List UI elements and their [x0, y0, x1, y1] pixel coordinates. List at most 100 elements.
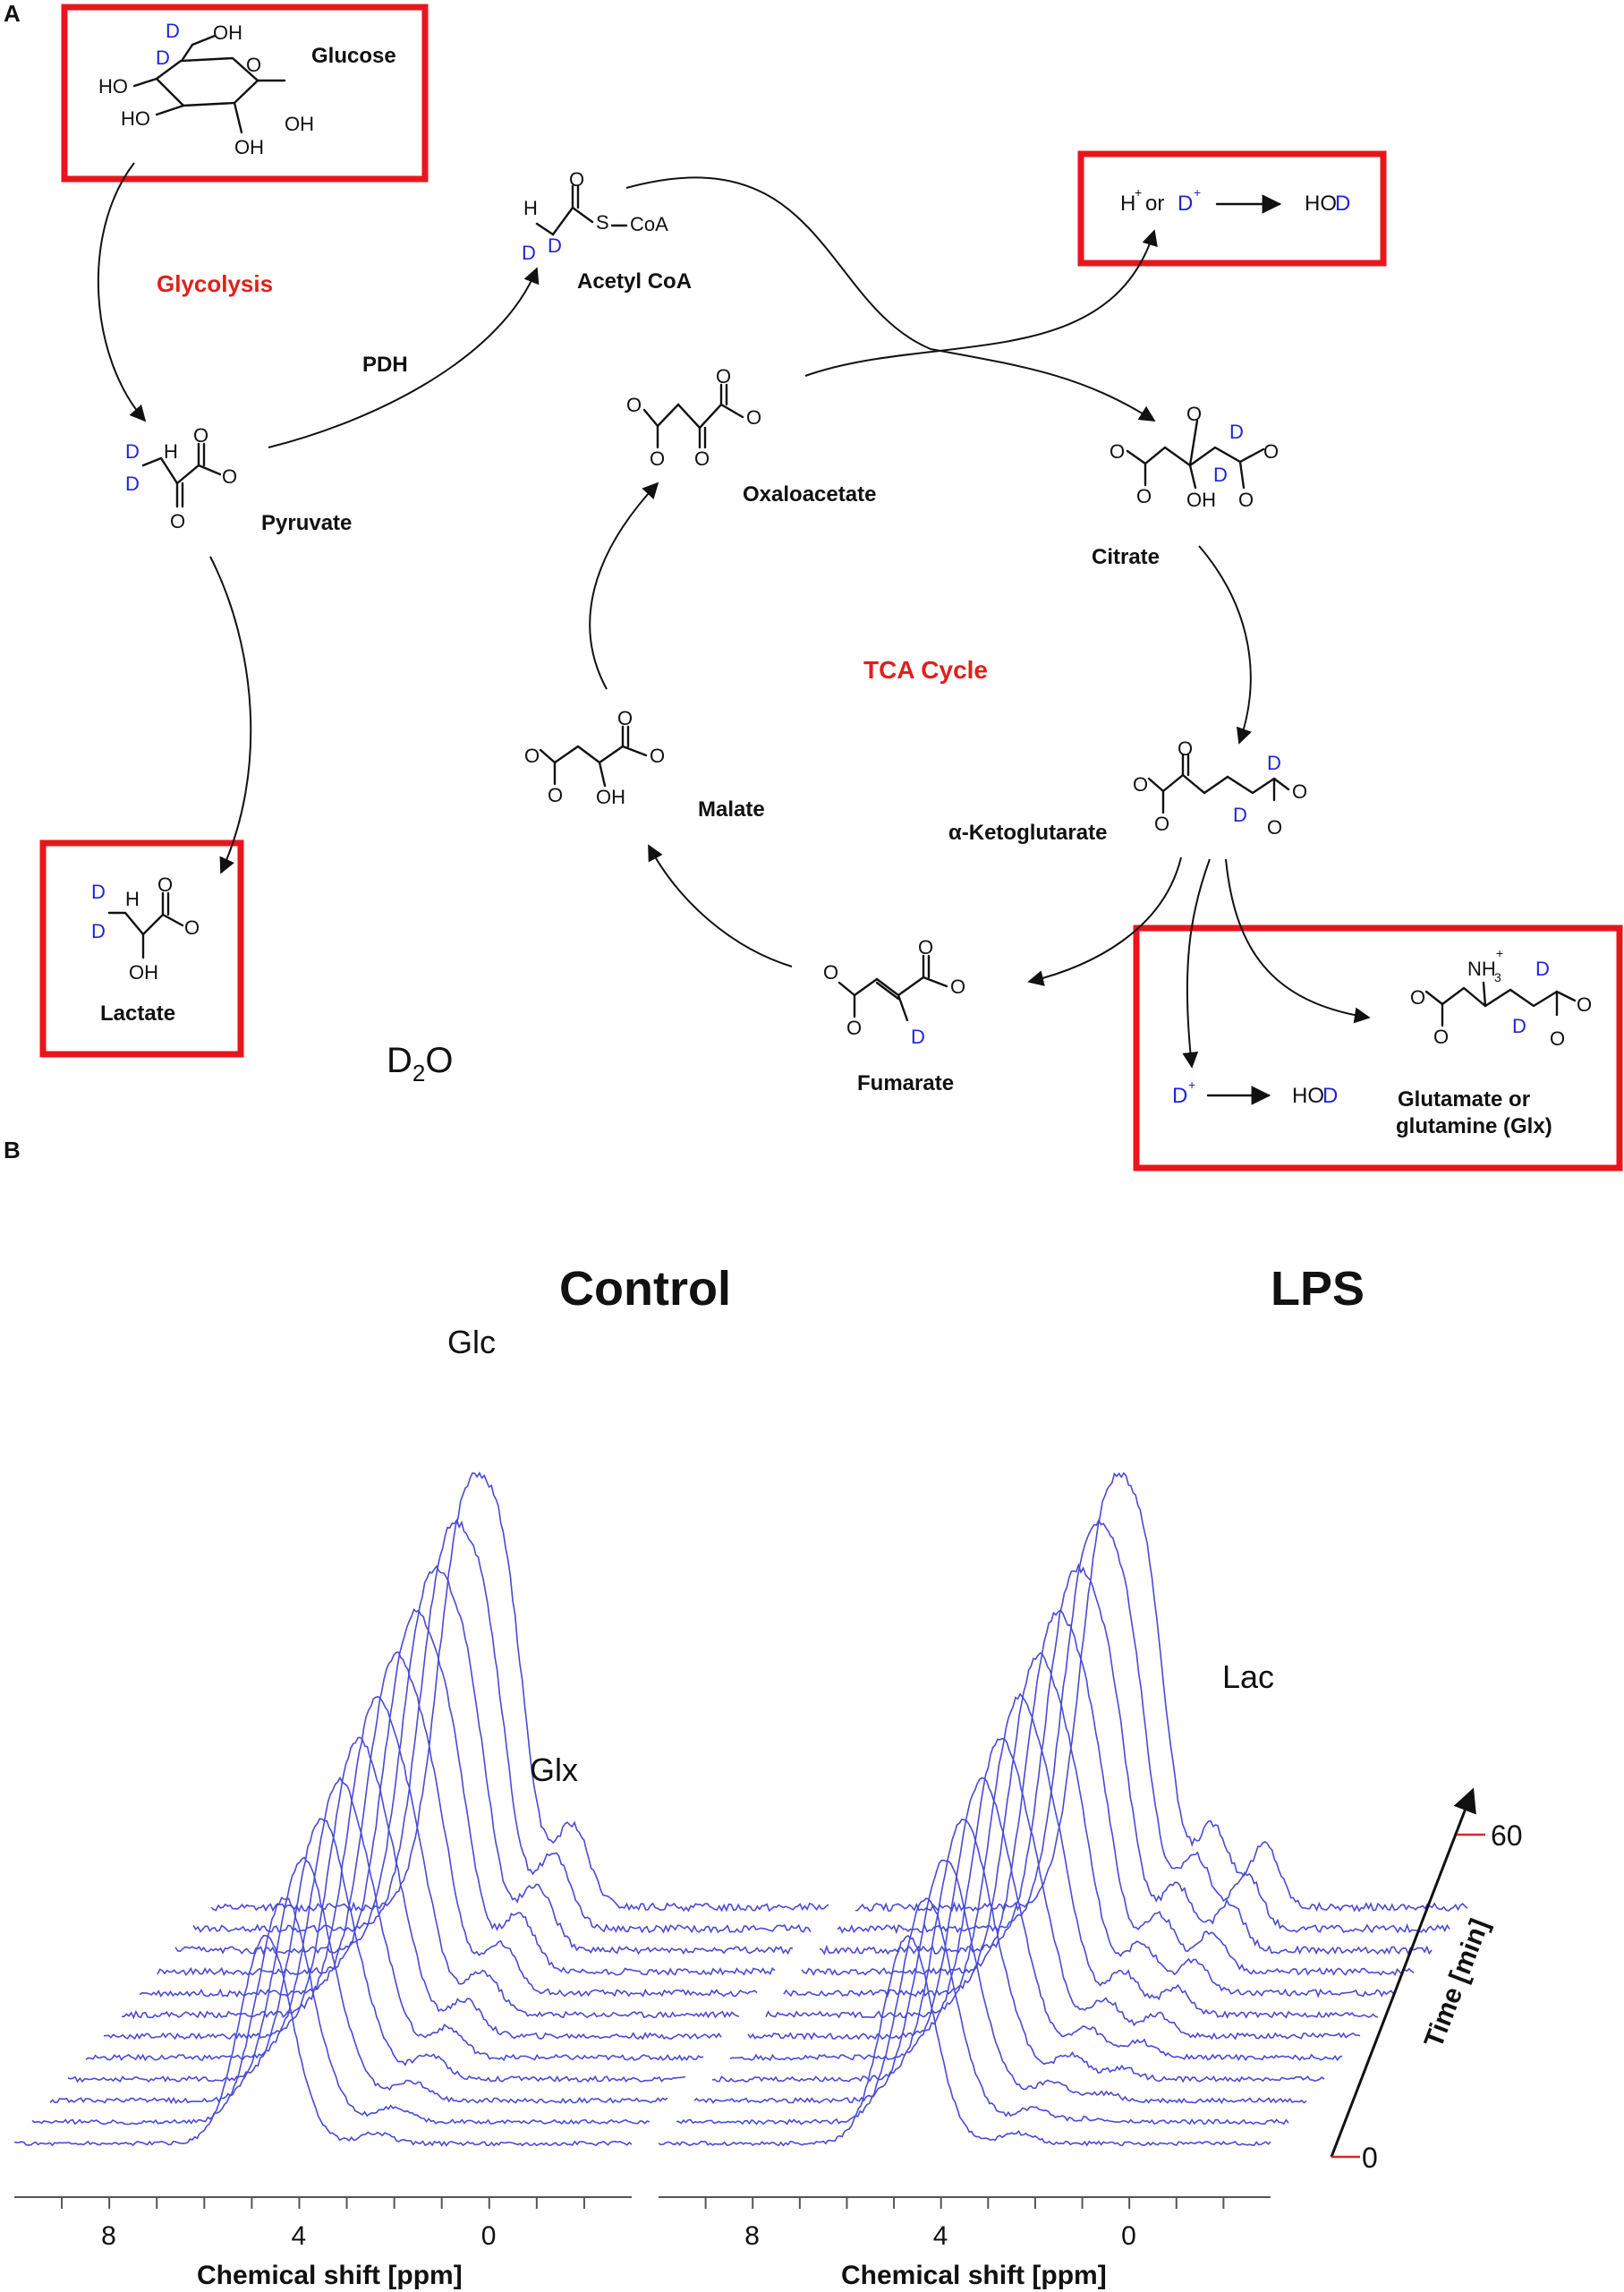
glucose-oh1: OH	[213, 21, 242, 44]
glucose-box	[61, 4, 429, 183]
oxaloacetate-to-hod-arrow	[804, 229, 1158, 377]
svg-text:O: O	[626, 394, 642, 416]
svg-text:HO: HO	[1292, 1084, 1324, 1108]
svg-text:O: O	[1577, 993, 1592, 1016]
glucose-oh3: OH	[285, 113, 314, 135]
svg-text:O: O	[617, 707, 633, 729]
peak-label-lac: Lac	[1222, 1658, 1274, 1695]
svg-text:O: O	[524, 745, 540, 767]
akg-label: α-Ketoglutarate	[948, 821, 1107, 845]
svg-text:O: O	[1154, 813, 1169, 835]
spectrum-trace	[210, 1471, 829, 1913]
svg-text:CoA: CoA	[630, 213, 668, 235]
malate-label: Malate	[698, 797, 765, 822]
svg-text:O: O	[1238, 489, 1254, 511]
peak-label-glc: Glc	[447, 1324, 496, 1360]
spectrum-trace	[67, 1818, 686, 2083]
malate-to-oxaloacetate-arrow	[589, 481, 659, 690]
svg-text:H: H	[523, 197, 538, 219]
spectrum-trace	[783, 1651, 1397, 1998]
time-tick-0: 0	[1362, 2142, 1378, 2174]
spectrum-trace	[819, 1563, 1433, 1955]
svg-text:H: H	[164, 440, 178, 463]
spectrum-trace	[693, 1859, 1307, 2105]
svg-text:O: O	[569, 168, 584, 191]
svg-text:D: D	[125, 473, 140, 495]
x-tick-label: 4	[291, 2221, 306, 2251]
svg-text:D: D	[911, 1026, 925, 1048]
svg-text:O: O	[716, 365, 731, 388]
spectrum-trace	[855, 1471, 1468, 1913]
svg-text:D: D	[522, 242, 536, 264]
x-tick-label: 0	[1121, 2221, 1136, 2251]
svg-text:O: O	[157, 873, 173, 896]
svg-text:O: O	[846, 1017, 862, 1039]
svg-text:O: O	[918, 936, 933, 959]
svg-text:O: O	[694, 447, 710, 470]
chart-title-control: Control	[559, 1262, 731, 1316]
spectrum-trace	[729, 1777, 1343, 2062]
chart-title-lps: LPS	[1271, 1262, 1365, 1316]
citrate-to-akg-arrow	[1198, 545, 1252, 745]
spectrum-trace	[174, 1564, 794, 1955]
svg-text:O: O	[650, 447, 665, 470]
svg-text:H: H	[125, 888, 140, 910]
svg-text:D: D	[1172, 1084, 1187, 1108]
lactate-arrow	[209, 556, 252, 874]
peak-label-d2o: D2O	[387, 1041, 453, 1086]
fumarate-to-malate-arrow	[648, 844, 793, 967]
pyruvate-label: Pyruvate	[261, 511, 352, 535]
svg-text:D: D	[1267, 752, 1281, 774]
spectrum-trace	[49, 1856, 668, 2105]
akg-to-fumarate-arrow	[1027, 856, 1182, 986]
svg-text:O: O	[184, 916, 200, 939]
svg-text:S: S	[596, 211, 609, 234]
spectrum-trace	[157, 1607, 776, 1977]
svg-text:D: D	[548, 234, 562, 257]
spectrum-trace	[85, 1776, 704, 2062]
svg-text:D: D	[125, 440, 140, 463]
panel-label-b: B	[4, 1137, 21, 1163]
acetyl-coa-label: Acetyl CoA	[577, 269, 692, 294]
glucose-ho1: HO	[98, 75, 128, 98]
svg-text:D: D	[1335, 192, 1350, 216]
svg-text:O: O	[1292, 780, 1307, 803]
glycolysis-label: Glycolysis	[157, 270, 273, 297]
glucose-d2: D	[156, 47, 170, 69]
spectra-control	[13, 1471, 829, 2147]
svg-text:+: +	[1496, 946, 1503, 960]
spectrum-trace	[747, 1737, 1361, 2041]
svg-text:H: H	[1120, 192, 1135, 216]
fumarate-structure: O O D O O	[823, 936, 965, 1048]
spectrum-trace	[711, 1819, 1325, 2083]
svg-text:OH: OH	[1186, 489, 1216, 511]
panel-label-a: A	[4, 0, 21, 27]
glucose-structure: D D OH O HO HO OH OH	[98, 20, 314, 158]
akg-to-hod-arrow	[1182, 858, 1211, 1069]
acetyl-coa-structure: H O S CoA D D	[522, 168, 668, 264]
glucose-d1: D	[166, 20, 180, 42]
glx-box	[1133, 924, 1623, 1172]
oxaloacetate-label: Oxaloacetate	[743, 482, 876, 507]
svg-text:D: D	[1229, 421, 1244, 443]
glucose-ring-o: O	[246, 54, 261, 76]
glucose-label: Glucose	[311, 44, 396, 68]
svg-text:NH: NH	[1467, 958, 1496, 980]
hod-top-box	[1077, 150, 1387, 267]
svg-text:OH: OH	[596, 786, 625, 808]
peak-label-glx: Glx	[530, 1751, 578, 1788]
x-tick-label: 8	[744, 2221, 760, 2251]
spectrum-trace	[658, 1934, 1271, 2147]
svg-text:D: D	[91, 920, 106, 942]
svg-text:O: O	[1410, 986, 1425, 1009]
spectrum-trace	[192, 1518, 812, 1934]
svg-text:O: O	[1267, 816, 1282, 839]
svg-text:or: or	[1145, 192, 1164, 216]
x-label-control: Chemical shift [ppm]	[197, 2261, 463, 2290]
time-axis: 60 0 Time [min]	[1330, 1787, 1523, 2174]
acetyl-to-citrate-arrow	[625, 176, 1156, 422]
svg-text:O: O	[548, 784, 563, 806]
